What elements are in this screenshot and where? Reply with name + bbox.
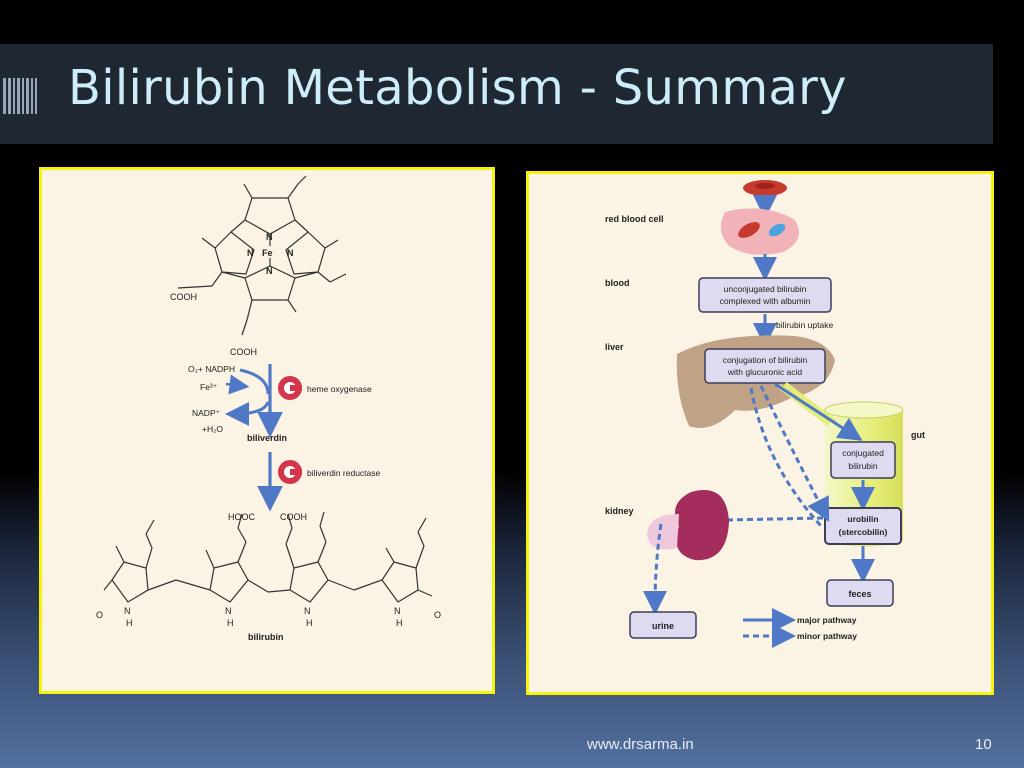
urobilin-box	[824, 507, 902, 545]
label-red-blood-cell: red blood cell	[605, 214, 664, 224]
bilirubin-n-4: N	[394, 606, 401, 616]
label-kidney: kidney	[605, 506, 634, 516]
enzyme-icon	[278, 460, 302, 484]
macrophage-icon	[720, 208, 799, 255]
reagent-o2-nadph: O₂+ NADPH	[188, 364, 235, 374]
biliverdin-label: biliverdin	[247, 433, 287, 443]
heme-n-right: N	[287, 248, 294, 258]
heme-n-top: N	[266, 232, 273, 242]
bilirubin-o-left: O	[96, 610, 103, 620]
bilirubin-uptake-label: bilirubin uptake	[776, 320, 833, 330]
feces-label: feces	[848, 589, 871, 599]
bilirubin-hooc: HOOC	[228, 512, 256, 522]
kidney-icon	[675, 490, 729, 561]
heme-degradation-panel: N N Fe N N COOH COOH O₂+ NADPH Fe³⁺ NADP…	[39, 167, 495, 694]
minor-pathway-arrow	[759, 385, 830, 523]
conjugation-box	[704, 348, 826, 384]
heme-cooh-left: COOH	[170, 292, 197, 302]
label-gut: gut	[911, 430, 925, 440]
bilirubin-n-1: N	[124, 606, 131, 616]
urobilin-line-2: (stercobilin)	[839, 527, 888, 537]
major-pathway-arrow	[774, 382, 863, 441]
feces-box	[826, 579, 894, 607]
heme-cooh-bottom: COOH	[230, 347, 257, 357]
bilirubin-o-right: O	[434, 610, 441, 620]
bilirubin-cooh: COOH	[280, 512, 307, 522]
reagent-nadp: NADP⁺	[192, 408, 221, 418]
bilirubin-n-3: N	[304, 606, 311, 616]
heme-n-bottom: N	[266, 266, 273, 276]
label-blood: blood	[605, 278, 630, 288]
heme-fe: Fe	[262, 248, 273, 258]
bilirubin-pathway-panel: red blood cell blood liver gut kidney un…	[526, 171, 994, 695]
legend-major-label: major pathway	[797, 615, 857, 625]
conjugation-line-1: conjugation of bilirubin	[723, 355, 808, 365]
bilirubin-h-2: H	[227, 618, 234, 628]
title-decoration-icon	[2, 78, 38, 114]
label-liver: liver	[605, 342, 624, 352]
bilirubin-label: bilirubin	[248, 632, 284, 642]
unconjugated-bilirubin-box	[698, 277, 832, 313]
heme-n-left: N	[247, 248, 254, 258]
bilirubin-h-1: H	[126, 618, 133, 628]
conjugation-line-2: with glucuronic acid	[727, 367, 802, 377]
bilirubin-h-3: H	[306, 618, 313, 628]
urobilin-line-1: urobilin	[847, 514, 878, 524]
reagent-h2o: +H₂O	[202, 424, 223, 434]
conjugated-line-2: bilirubin	[848, 461, 878, 471]
heme-structure	[177, 175, 347, 336]
urine-label: urine	[652, 621, 674, 631]
conjugated-line-1: conjugated	[842, 448, 884, 458]
bilirubin-h-4: H	[396, 618, 403, 628]
heme-oxygenase-label: heme oxygenase	[307, 384, 372, 394]
bilirubin-n-2: N	[225, 606, 232, 616]
title-bar	[0, 44, 993, 144]
enzyme-icon	[278, 376, 302, 400]
legend-minor-label: minor pathway	[797, 631, 857, 641]
footer-url: www.drsarma.in	[587, 736, 694, 753]
unconjugated-line-1: unconjugated bilirubin	[724, 284, 807, 294]
reagent-fe3: Fe³⁺	[200, 382, 218, 392]
urine-box	[629, 611, 697, 639]
bilirubin-structure	[103, 511, 433, 603]
biliverdin-reductase-label: biliverdin reductase	[307, 468, 381, 478]
unconjugated-line-2: complexed with albumin	[720, 296, 811, 306]
slide-title: Bilirubin Metabolism - Summary	[68, 60, 847, 116]
conjugated-bilirubin-box	[830, 441, 896, 479]
slide-number: 10	[975, 736, 992, 753]
